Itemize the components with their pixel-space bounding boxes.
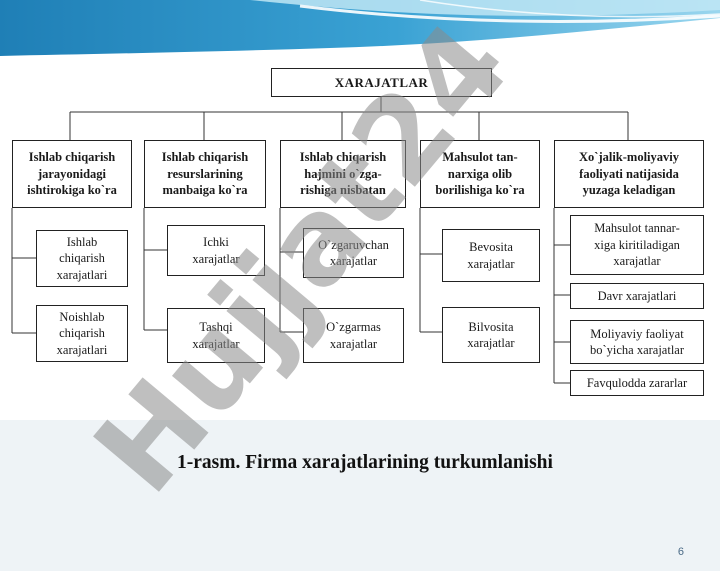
item-node: Bevosita xarajatlar bbox=[442, 229, 540, 282]
item-node: O`zgaruvchan xarajatlar bbox=[303, 228, 404, 278]
caption-panel bbox=[0, 420, 720, 571]
item-node: Tashqi xarajatlar bbox=[167, 308, 265, 363]
slide-number: 6 bbox=[677, 546, 684, 558]
category-node: Ishlab chiqarish jarayonidagi ishtirokig… bbox=[12, 140, 132, 208]
item-node: Bilvosita xarajatlar bbox=[442, 307, 540, 363]
category-node: Ishlab chiqarish hajmini o`zga- rishiga … bbox=[280, 140, 406, 208]
category-node: Ishlab chiqarish resurslarining manbaiga… bbox=[144, 140, 266, 208]
item-node: Moliyaviy faoliyat bo`yicha xarajatlar bbox=[570, 320, 704, 364]
figure-caption: 1-rasm. Firma xarajatlarining turkumlani… bbox=[177, 452, 553, 473]
category-node: Xo`jalik-moliyaviy faoliyati natijasida … bbox=[554, 140, 704, 208]
item-node: Ichki xarajatlar bbox=[167, 225, 265, 276]
root-node: XARAJATLAR bbox=[271, 68, 492, 97]
category-node: Mahsulot tan- narxiga olib borilishiga k… bbox=[420, 140, 540, 208]
item-node: Favqulodda zararlar bbox=[570, 370, 704, 396]
item-node: Mahsulot tannar- xiga kiritiladigan xara… bbox=[570, 215, 704, 275]
item-node: Davr xarajatlari bbox=[570, 283, 704, 309]
item-node: Ishlab chiqarish xarajatlari bbox=[36, 230, 128, 287]
item-node: Noishlab chiqarish xarajatlari bbox=[36, 305, 128, 362]
item-node: O`zgarmas xarajatlar bbox=[303, 308, 404, 363]
header-wave-decoration bbox=[0, 0, 720, 56]
